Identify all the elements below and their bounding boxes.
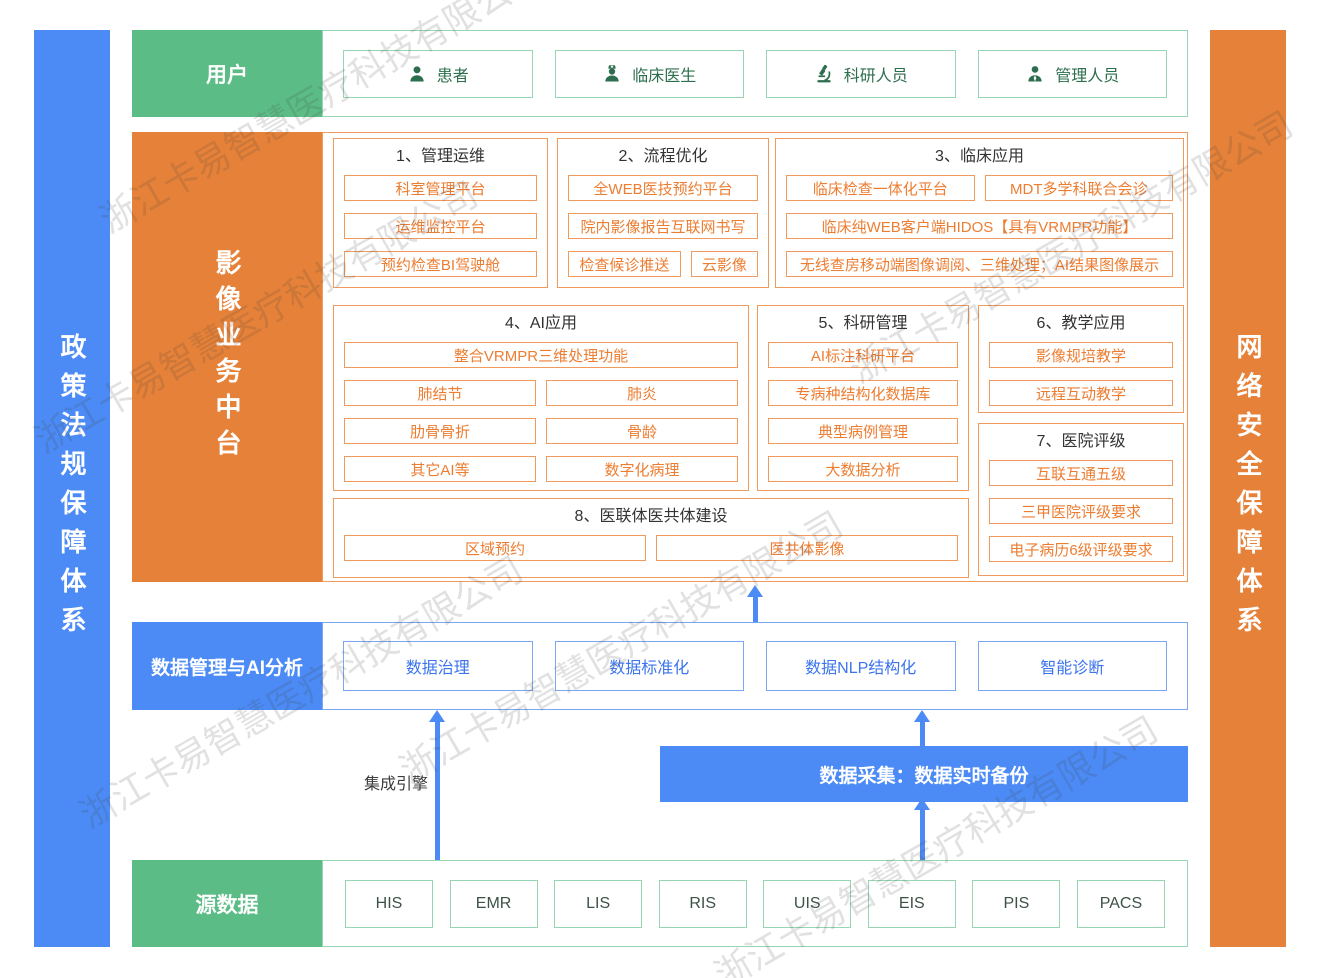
manager-icon — [1025, 64, 1045, 84]
imaging-platform-header: 影像业务中台 — [132, 132, 322, 582]
section-item: 检查候诊推送 — [568, 251, 681, 277]
source-emr-box: EMR — [449, 879, 538, 928]
section-teaching-application: 6、教学应用 影像规培教学 远程互动教学 — [978, 305, 1184, 413]
source-pis-box: PIS — [972, 879, 1061, 928]
section-item: 肋骨骨折 — [344, 418, 536, 444]
data-governance-box: 数据治理 — [343, 641, 533, 691]
imaging-platform-label: 影像业务中台 — [212, 249, 242, 465]
policy-regulation-bar: 政策法规保障体系 — [34, 30, 110, 947]
section-item: 科室管理平台 — [344, 175, 537, 201]
section-research-management: 5、科研管理 AI标注科研平台 专病种结构化数据库 典型病例管理 大数据分析 — [757, 305, 969, 491]
network-security-bar: 网络安全保障体系 — [1210, 30, 1286, 947]
user-researcher: 科研人员 — [766, 49, 956, 98]
source-data-body: HIS EMR LIS RIS UIS EIS PIS PACS — [322, 860, 1188, 947]
section-item: 医共体影像 — [656, 535, 958, 561]
section-item: 数字化病理 — [546, 456, 738, 482]
data-management-header: 数据管理与AI分析 — [132, 622, 322, 710]
network-security-label: 网络安全保障体系 — [1233, 332, 1263, 645]
section-item: 临床纯WEB客户端HIDOS【具有VRMPR功能】 — [786, 213, 1173, 239]
users-header-label: 用户 — [206, 63, 248, 87]
data-management-label: 数据管理与AI分析 — [150, 657, 303, 679]
section-clinical-application: 3、临床应用 临床检查一体化平台 MDT多学科联合会诊 临床纯WEB客户端HID… — [775, 138, 1184, 288]
source-pacs-box: PACS — [1076, 879, 1165, 928]
section-title: 1、管理运维 — [396, 148, 485, 165]
source-ris-box: RIS — [658, 879, 747, 928]
arrow-up-to-collection — [914, 798, 930, 810]
data-nlp-box: 数据NLP结构化 — [766, 641, 956, 691]
section-item: 肺炎 — [546, 380, 738, 406]
users-header: 用户 — [132, 30, 322, 117]
section-item: 院内影像报告互联网书写 — [568, 213, 758, 239]
arrow-up-from-collection — [914, 710, 930, 722]
section-item: 三甲医院评级要求 — [989, 498, 1173, 524]
section-title: 7、医院评级 — [1036, 433, 1126, 450]
data-standardization-box: 数据标准化 — [554, 641, 744, 691]
section-item: 典型病例管理 — [768, 418, 958, 444]
user-clinician: 临床医生 — [554, 49, 744, 98]
section-management-ops: 1、管理运维 科室管理平台 运维监控平台 预约检查BI驾驶舱 — [333, 138, 548, 288]
users-body: 患者 临床医生 科研人员 管理人员 — [322, 30, 1188, 117]
arrow-shaft — [435, 721, 440, 860]
section-item: 云影像 — [690, 251, 758, 277]
section-item: 远程互动教学 — [989, 380, 1173, 406]
section-item: 其它AI等 — [344, 456, 536, 482]
section-item: 肺结节 — [344, 380, 536, 406]
arrow-shaft — [920, 809, 925, 860]
smart-diagnosis-box: 智能诊断 — [977, 641, 1167, 691]
user-patient: 患者 — [343, 49, 533, 98]
section-item: 电子病历6级评级要求 — [989, 536, 1173, 562]
users-band: 用户 患者 临床医生 科研人员 — [132, 30, 1188, 117]
section-item: 临床检查一体化平台 — [786, 175, 975, 201]
section-title: 6、教学应用 — [1036, 315, 1126, 332]
source-data-header: 源数据 — [132, 860, 322, 947]
arrow-up-to-platform — [747, 585, 763, 597]
section-item: 预约检查BI驾驶舱 — [344, 251, 537, 277]
user-patient-label: 患者 — [436, 67, 469, 85]
user-clinician-label: 临床医生 — [632, 67, 697, 85]
section-item: MDT多学科联合会诊 — [984, 175, 1173, 201]
source-uis-box: UIS — [763, 879, 852, 928]
section-item: 区域预约 — [344, 535, 646, 561]
data-management-body: 数据治理 数据标准化 数据NLP结构化 智能诊断 — [322, 622, 1188, 710]
arrow-shaft — [753, 596, 758, 622]
section-item: 骨龄 — [546, 418, 738, 444]
user-researcher-label: 科研人员 — [843, 67, 908, 85]
doctor-icon — [602, 64, 622, 84]
patient-icon — [407, 64, 427, 84]
section-process-optimization: 2、流程优化 全WEB医技预约平台 院内影像报告互联网书写 检查候诊推送 云影像 — [557, 138, 769, 288]
source-data-label: 源数据 — [195, 893, 259, 917]
source-his-box: HIS — [345, 879, 433, 928]
arrow-shaft — [920, 721, 925, 746]
user-manager: 管理人员 — [977, 49, 1167, 98]
source-lis-box: LIS — [554, 879, 643, 928]
section-item: 整合VRMPR三维处理功能 — [344, 342, 738, 368]
section-title: 8、医联体医共体建设 — [574, 508, 728, 525]
section-item: 互联互通五级 — [989, 460, 1173, 486]
section-hospital-rating: 7、医院评级 互联互通五级 三甲医院评级要求 电子病历6级评级要求 — [978, 423, 1184, 576]
source-eis-box: EIS — [867, 879, 956, 928]
section-title: 4、AI应用 — [504, 315, 578, 332]
section-title: 5、科研管理 — [818, 315, 908, 332]
section-title: 3、临床应用 — [935, 148, 1024, 165]
imaging-platform-band: 影像业务中台 1、管理运维 科室管理平台 运维监控平台 预约检查BI驾驶舱 2、… — [132, 132, 1188, 582]
data-collection-box: 数据采集：数据实时备份 — [660, 746, 1188, 802]
section-title: 2、流程优化 — [618, 148, 708, 165]
imaging-platform-body: 1、管理运维 科室管理平台 运维监控平台 预约检查BI驾驶舱 2、流程优化 全W… — [322, 132, 1188, 582]
data-management-band: 数据管理与AI分析 数据治理 数据标准化 数据NLP结构化 智能诊断 — [132, 622, 1188, 710]
section-ai-application: 4、AI应用 整合VRMPR三维处理功能 肺结节 肺炎 肋骨骨折 骨龄 其它AI… — [333, 305, 749, 491]
integration-engine-label: 集成引擎 — [363, 776, 428, 793]
user-manager-label: 管理人员 — [1055, 67, 1120, 85]
section-item: 运维监控平台 — [344, 213, 537, 239]
section-medical-alliance: 8、医联体医共体建设 区域预约 医共体影像 — [333, 498, 969, 578]
section-item: 专病种结构化数据库 — [768, 380, 958, 406]
policy-regulation-label: 政策法规保障体系 — [57, 332, 87, 645]
section-item: 无线查房移动端图像调阅、三维处理；AI结果图像展示 — [786, 251, 1173, 277]
microscope-icon — [814, 64, 834, 84]
source-data-band: 源数据 HIS EMR LIS RIS UIS EIS PIS PACS — [132, 860, 1188, 947]
section-item: 影像规培教学 — [989, 342, 1173, 368]
section-item: AI标注科研平台 — [768, 342, 958, 368]
arrow-up-integration — [429, 710, 445, 722]
section-item: 全WEB医技预约平台 — [568, 175, 758, 201]
section-item: 大数据分析 — [768, 456, 958, 482]
